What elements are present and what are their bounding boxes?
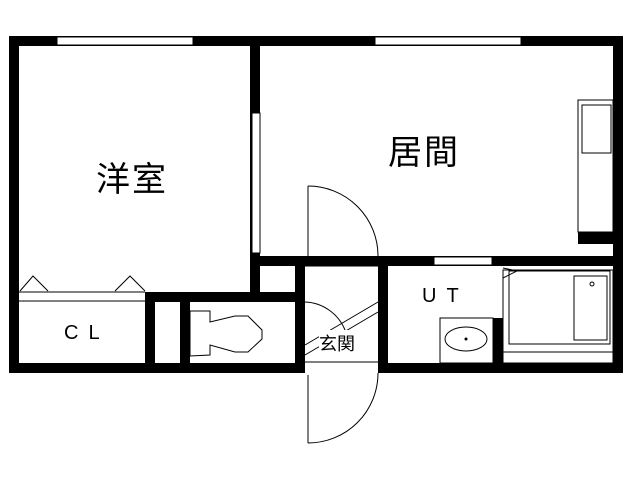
room-label-western-room: 洋室	[96, 160, 168, 200]
room-label-utility: UT	[422, 285, 469, 307]
windows	[56, 36, 522, 266]
room-label-living-room: 居間	[388, 133, 460, 173]
room-label-entrance: 玄関	[319, 330, 355, 356]
room-label-closet: CL	[64, 322, 110, 344]
